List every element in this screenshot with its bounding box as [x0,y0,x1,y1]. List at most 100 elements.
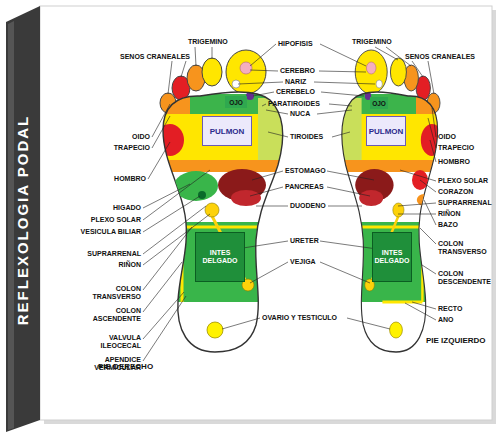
organ-label: SUPRARRENAL [438,199,492,207]
leader-line [195,47,196,66]
leader-line [432,108,436,137]
organ-label: ANO [438,316,454,324]
leader-line [320,44,366,66]
foot-base [330,50,448,352]
organ-label: SENOS CRANEALES [120,53,190,61]
leader-line [400,170,436,181]
organ-label: BAZO [438,221,458,229]
organ-label: COLON TRANSVERSO [438,240,494,256]
leader-line [424,200,436,225]
organ-label: PLEXO SOLAR [91,216,141,224]
organ-label: VESICULA BILIAR [81,228,141,236]
spine-edge [8,21,14,430]
leader-line [222,318,260,329]
leader-line [430,140,436,162]
leader-line [420,180,436,192]
leader-line [250,262,288,283]
leader-line [250,187,283,196]
organ-label: SUPRARRENAL [87,250,141,258]
organ-label: HIGADO [113,204,141,212]
organ-label: OIDO [438,133,456,141]
left-foot-drawing [330,50,448,352]
right-foot-drawing [150,50,298,352]
leader-line [428,118,436,148]
organ-label: PARATIROIDES [268,100,320,108]
leader-line [143,170,210,220]
leader-line [268,132,288,137]
organ-label: HOMBRO [114,175,146,183]
leader-line [143,292,184,339]
leader-line [212,47,213,59]
lung-box: PULMON [202,116,252,146]
organ-label: OVARIO Y TESTICULO [262,314,337,322]
organ-label: CORAZON [438,188,473,196]
organ-label: TIROIDES [290,133,323,141]
spine [6,6,40,432]
leader-line [250,70,278,71]
organ-label: VEJIGA [290,258,316,266]
eye-zone-box: OJO [225,96,247,108]
leader-line [314,82,375,84]
leader-line [319,71,366,72]
leader-line [428,61,434,94]
gallbladder-zone [198,191,206,199]
organ-label: TRAPECIO [438,144,474,152]
leader-line [256,206,288,207]
leader-line [266,110,288,114]
eye-zone-box: OJO [370,97,388,109]
leader-line [321,92,364,96]
organ-label: COLON DESCENDENTE [438,270,498,286]
leader-lines [143,44,436,361]
organ-label: HIPOFISIS [278,40,313,48]
liver-zone [174,171,218,201]
organ-label: TRIGEMINO [352,38,392,46]
leader-line [143,196,200,232]
leader-line [152,116,170,148]
organ-label: COLON ASCENDENTE [86,307,141,323]
leader-line [412,61,423,77]
leader-line [327,171,374,180]
organ-label: TRIGEMINO [188,38,228,46]
lung-box: PULMON [366,116,406,146]
organ-label: NUCA [290,110,310,118]
leader-line [420,228,436,244]
organ-label: APENDICE VERMICULAR [81,356,141,372]
zone-label: INTES DELGADO [373,249,411,265]
organ-label: HOMBRO [438,158,470,166]
leader-line [329,104,352,106]
board [40,6,492,420]
leader-line [143,296,186,361]
leader-line [332,132,350,137]
leader-line [181,61,186,77]
organ-label: DUODENO [290,202,326,210]
leader-line [398,203,436,206]
foot-region: PIE DERECHOOJOPULMONINTES DELGADO [160,50,288,355]
zone-label: PULMON [210,127,245,136]
leader-line [143,262,182,312]
organ-label: CEREBELO [276,88,315,96]
leader-line [262,104,266,106]
leader-line [148,142,170,179]
leader-line [327,187,370,196]
intestine-box: INTES DELGADO [372,232,412,282]
organ-label: PANCREAS [285,183,324,191]
leader-line [412,302,436,309]
leader-line [320,262,370,283]
zone-label: OJO [372,100,386,107]
foot-heading: PIE IZQUIERDO [426,336,486,346]
zone-label: INTES DELGADO [196,249,244,265]
organ-label: TRAPECIO [114,144,150,152]
zone-label: PULMON [369,127,404,136]
leader-line [317,110,352,114]
organ-label: RECTO [438,305,462,313]
intestine-box: INTES DELGADO [195,232,245,282]
organ-label: ESTOMAGO [285,167,326,175]
organ-label: NARIZ [285,78,306,86]
zone-label: OJO [229,99,243,106]
organ-label: PLEXO SOLAR [438,177,488,185]
leader-line [250,44,276,66]
organ-label: CEREBRO [280,67,315,75]
organ-label: SENOS CRANEALES [405,53,475,61]
